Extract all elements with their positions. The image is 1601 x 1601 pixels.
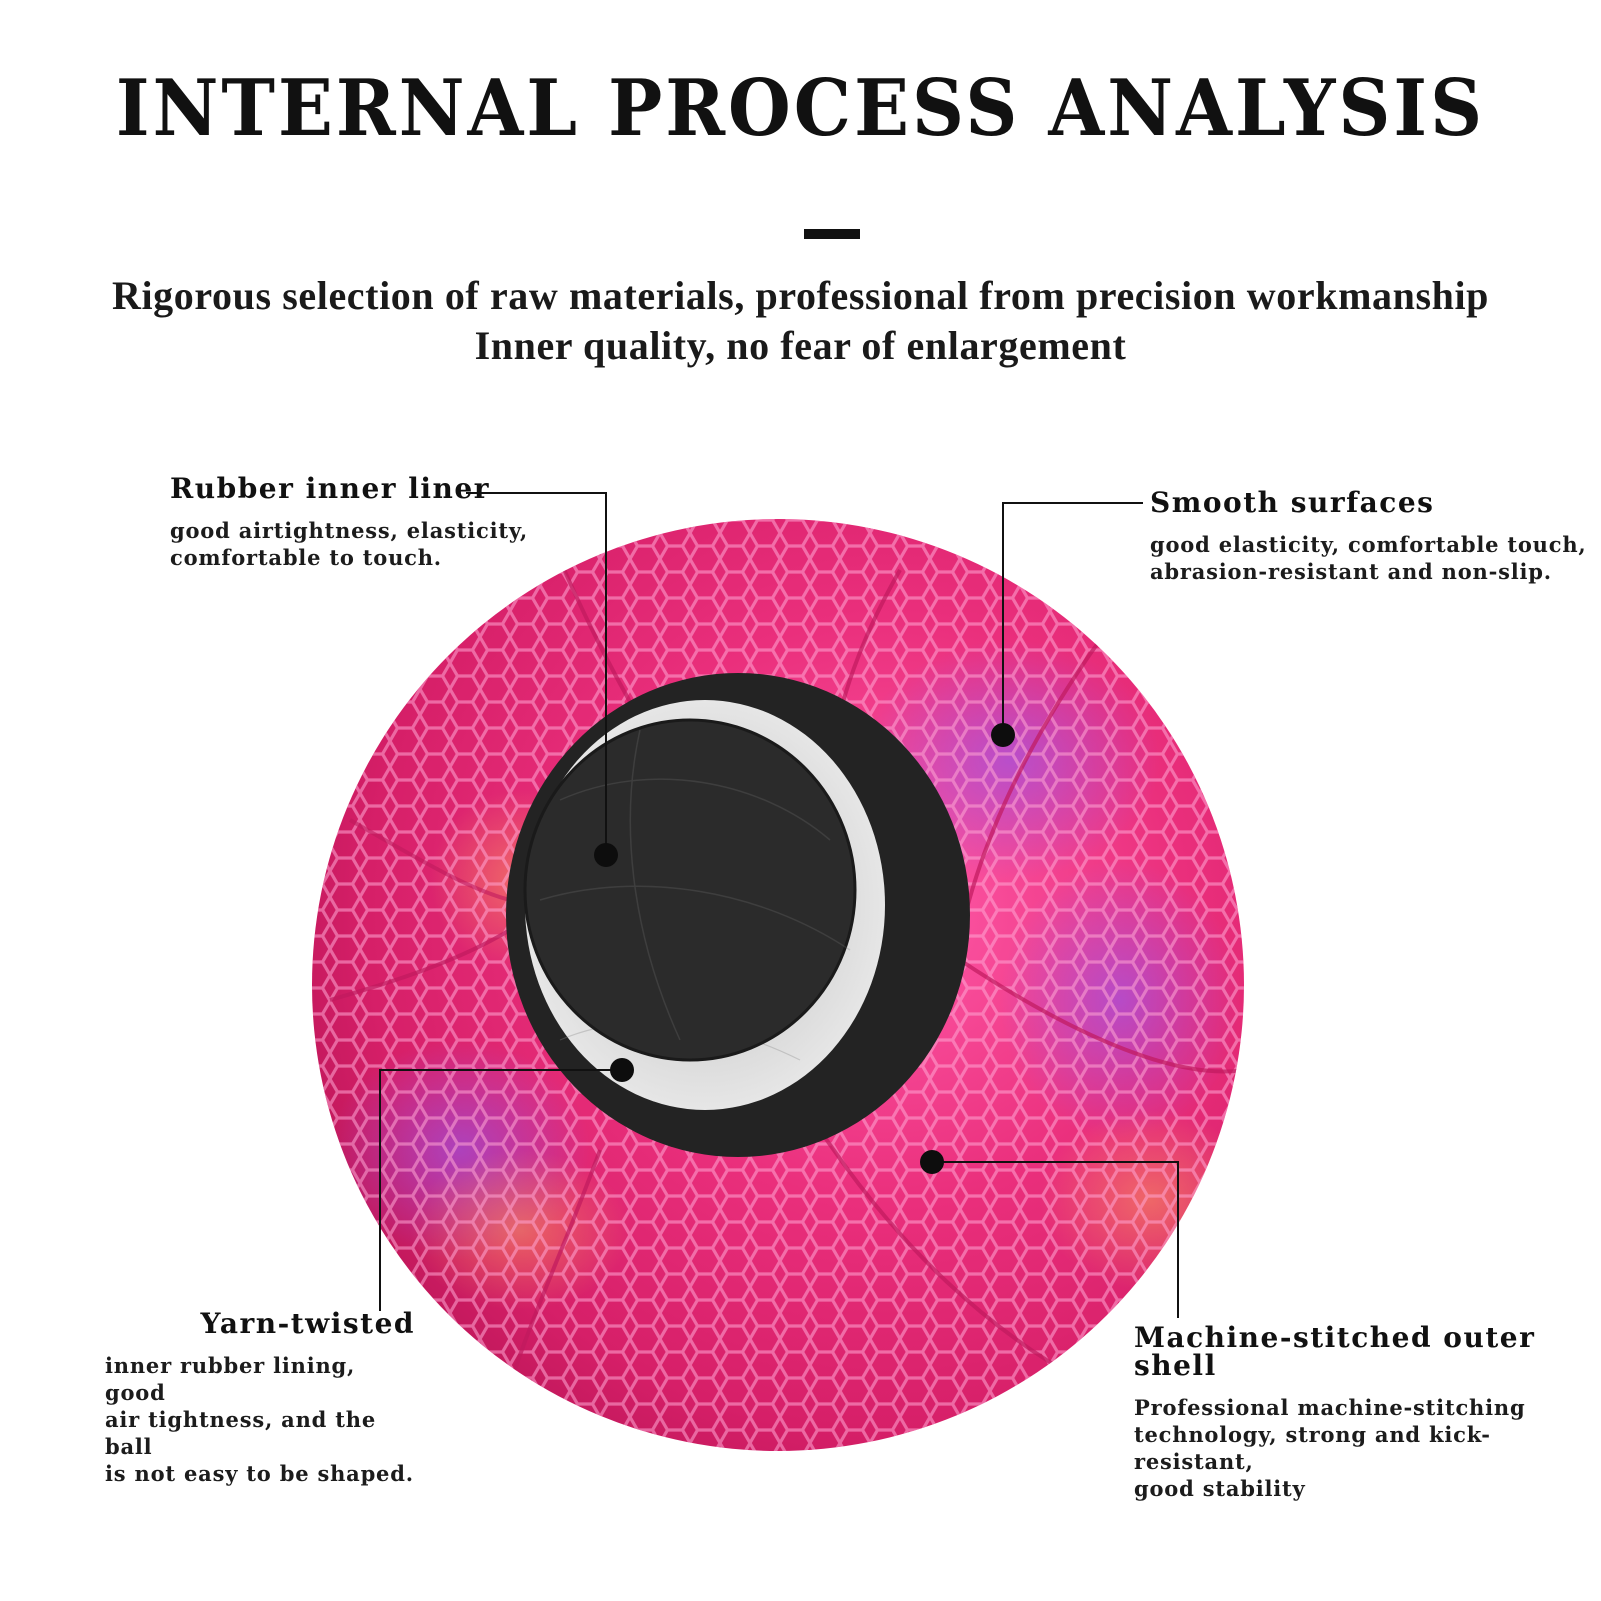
callout-description: inner rubber lining, good air tightness,… [105, 1353, 414, 1486]
callout-description: good airtightness, elasticity, comfortab… [170, 518, 528, 570]
callout-heading: Smooth surfaces [1150, 486, 1435, 519]
callout-heading: Rubber inner liner [170, 472, 490, 505]
callout-dot-rubber [594, 843, 618, 867]
callout-dot-smooth [991, 723, 1015, 747]
callout-heading: Yarn-twisted [200, 1307, 415, 1340]
callout-description: Professional machine-stitching technolog… [1134, 1395, 1526, 1501]
cutaway-layers [506, 673, 970, 1157]
callout-description: good elasticity, comfortable touch, abra… [1150, 532, 1587, 584]
callout-yarn-twisted: Yarn-twisted inner rubber lining, good a… [105, 1310, 415, 1487]
subtitle-line-2: Inner quality, no fear of enlargement [474, 323, 1127, 368]
callout-dot-yarn [610, 1058, 634, 1082]
leader-line-yarn [379, 1069, 622, 1311]
callout-heading: Machine-stitched outer shell [1134, 1321, 1536, 1382]
page-title: INTERNAL PROCESS ANALYSIS [115, 61, 1486, 154]
leader-line-smooth [1002, 502, 1143, 735]
callout-machine-stitched-shell: Machine-stitched outer shell Professiona… [1134, 1324, 1601, 1502]
title-divider [804, 229, 860, 239]
callout-smooth-surfaces: Smooth surfaces good elasticity, comfort… [1150, 489, 1587, 585]
callout-dot-shell [920, 1150, 944, 1174]
leader-lines [379, 492, 1179, 1318]
subtitle-line-1: Rigorous selection of raw materials, pro… [111, 273, 1490, 318]
leader-line-rubber [466, 492, 607, 855]
outer-shell [312, 519, 1244, 1451]
callout-rubber-inner-liner: Rubber inner liner good airtightness, el… [170, 475, 528, 571]
leader-line-shell [932, 1161, 1179, 1318]
